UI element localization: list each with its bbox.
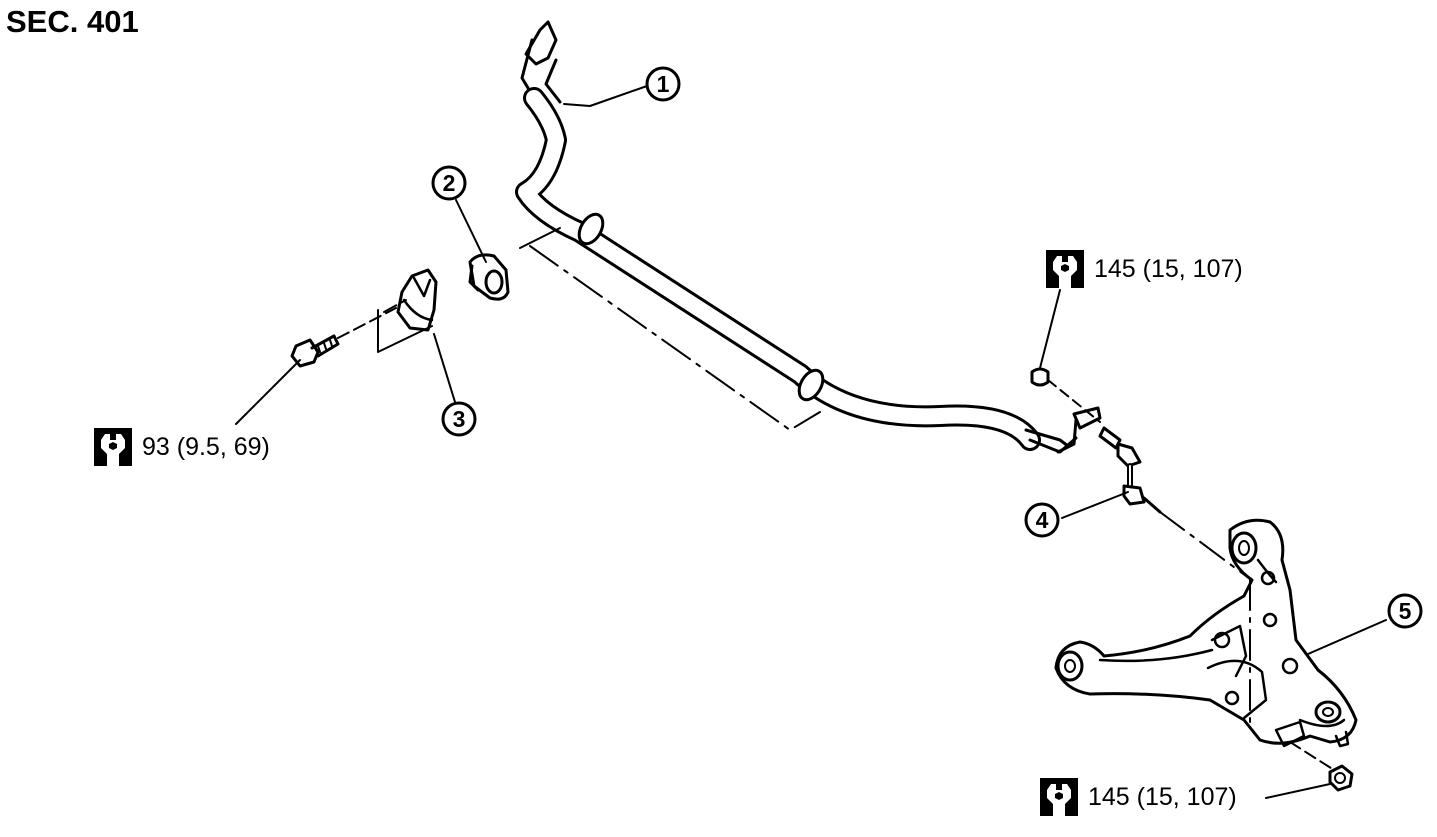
stabilizer-bar: [515, 20, 1102, 454]
torque-link-lower-nut-value: 145 (15, 107): [1088, 782, 1237, 811]
callout-5-number: 5: [1399, 598, 1412, 624]
torque-bracket-bolt-value: 93 (9.5, 69): [142, 432, 270, 461]
torque-link-upper-nut: 145 (15, 107): [1046, 250, 1243, 288]
torque-wrench-icon: [1046, 250, 1084, 288]
torque-wrench-icon: [1040, 778, 1078, 816]
torque-link-upper-nut-value: 145 (15, 107): [1094, 254, 1243, 283]
section-label: SEC. 401: [6, 4, 139, 39]
bushing: [468, 253, 510, 301]
callout-5: 5: [1386, 592, 1424, 630]
callout-1: 1: [644, 65, 682, 103]
lower-nut: [1328, 764, 1354, 792]
torque-bracket-bolt: 93 (9.5, 69): [94, 428, 270, 466]
callout-3-number: 3: [453, 406, 466, 432]
torque-link-lower-nut: 145 (15, 107): [1040, 778, 1237, 816]
torque-wrench-icon: [94, 428, 132, 466]
callout-4: 4: [1023, 501, 1061, 539]
connecting-rod: [1030, 367, 1247, 577]
callout-3: 3: [440, 400, 478, 438]
callout-1-number: 1: [657, 71, 670, 97]
lower-link: [1054, 518, 1358, 771]
bracket-bolt: [290, 307, 397, 368]
callout-2: 2: [430, 164, 468, 202]
callout-2-number: 2: [443, 170, 456, 196]
callout-4-number: 4: [1036, 507, 1049, 533]
bracket: [377, 268, 438, 353]
